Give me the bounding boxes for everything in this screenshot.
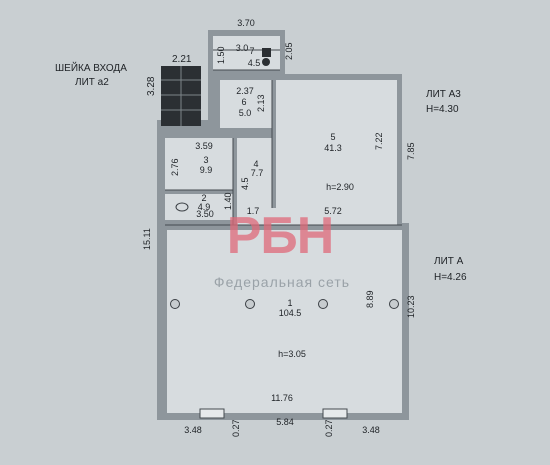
- dim-r3-width: 3.59: [195, 141, 213, 151]
- watermark-text: Федеральная сеть: [214, 274, 350, 290]
- room-5-id: 5: [330, 132, 335, 142]
- room-2-id: 2: [201, 193, 206, 203]
- dim-r7-width: 3.0: [236, 43, 249, 53]
- dim-r7-left: 1.50: [216, 46, 226, 64]
- dim-r1-height: 8.89: [365, 290, 375, 308]
- dim-top: 3.70: [237, 18, 255, 28]
- fixtures: [175, 48, 271, 212]
- dimension-labels: 3.70 3.0 1.50 2.05 2.37 2.13 3.59 2.76 4…: [142, 18, 416, 437]
- interior-lines: [165, 49, 402, 226]
- annex-a2-title: ШЕЙКА ВХОДА: [55, 61, 127, 74]
- dim-r6-height: 2.13: [256, 94, 266, 112]
- room-4-area: 7.7: [251, 168, 264, 178]
- room-1-id: 1: [287, 298, 292, 308]
- rooms: [165, 36, 402, 413]
- room-6-area: 5.0: [239, 108, 252, 118]
- dim-r2-width: 3.50: [196, 209, 214, 219]
- dim-r4-height: 4.5: [240, 177, 250, 190]
- room-7-area: 4.5: [248, 58, 261, 68]
- annex-a2-lit: ЛИТ а2: [75, 77, 109, 88]
- dim-r3-height: 2.76: [170, 158, 180, 176]
- dim-r2-height: 1.40: [223, 192, 233, 210]
- dim-mid: 1.7: [247, 206, 260, 216]
- dim-bottom-inner: 11.76: [271, 393, 293, 403]
- dim-left-total: 15.11: [142, 228, 152, 250]
- annex-a3-height: H=4.30: [426, 104, 459, 115]
- room-4-id: 4: [253, 159, 258, 169]
- room-1-area: 104.5: [279, 308, 302, 318]
- annex-a3-lit: ЛИТ А3: [426, 89, 461, 100]
- bottom-openings: [199, 408, 348, 419]
- room-5-height: h=2.90: [326, 182, 354, 192]
- dim-r5-height: 7.22: [374, 132, 384, 150]
- watermark-logo: РБН: [227, 207, 334, 265]
- room-3-area: 9.9: [200, 165, 213, 175]
- annex-a-lit: ЛИТ А: [434, 256, 464, 267]
- dim-bottom-5: 3.48: [362, 425, 380, 435]
- dim-a3-side: 7.85: [406, 142, 416, 160]
- dim-r6-width: 2.37: [236, 86, 254, 96]
- room-1-height: h=3.05: [278, 349, 306, 359]
- dim-bottom-4: 0.27: [324, 419, 334, 437]
- dim-bottom-3: 5.84: [276, 417, 294, 427]
- room-6-id: 6: [241, 97, 246, 107]
- annex-a2-dim-top: 2.21: [172, 54, 192, 65]
- entrance-annex-hatch: [161, 66, 201, 126]
- dim-right-total: 10.23: [406, 295, 416, 318]
- columns: [170, 299, 399, 309]
- room-7-id: 7: [249, 46, 254, 56]
- room-2-area: 4.9: [198, 202, 211, 212]
- annex-a2-dim-side: 3.28: [146, 76, 157, 96]
- dim-bottom-1: 3.48: [184, 425, 202, 435]
- dim-r5-width: 5.72: [324, 206, 342, 216]
- room-5-area: 41.3: [324, 143, 342, 153]
- room-3-id: 3: [203, 155, 208, 165]
- dim-r7-right: 2.05: [284, 42, 294, 60]
- dim-bottom-2: 0.27: [231, 419, 241, 437]
- annex-a-height: H=4.26: [434, 272, 467, 283]
